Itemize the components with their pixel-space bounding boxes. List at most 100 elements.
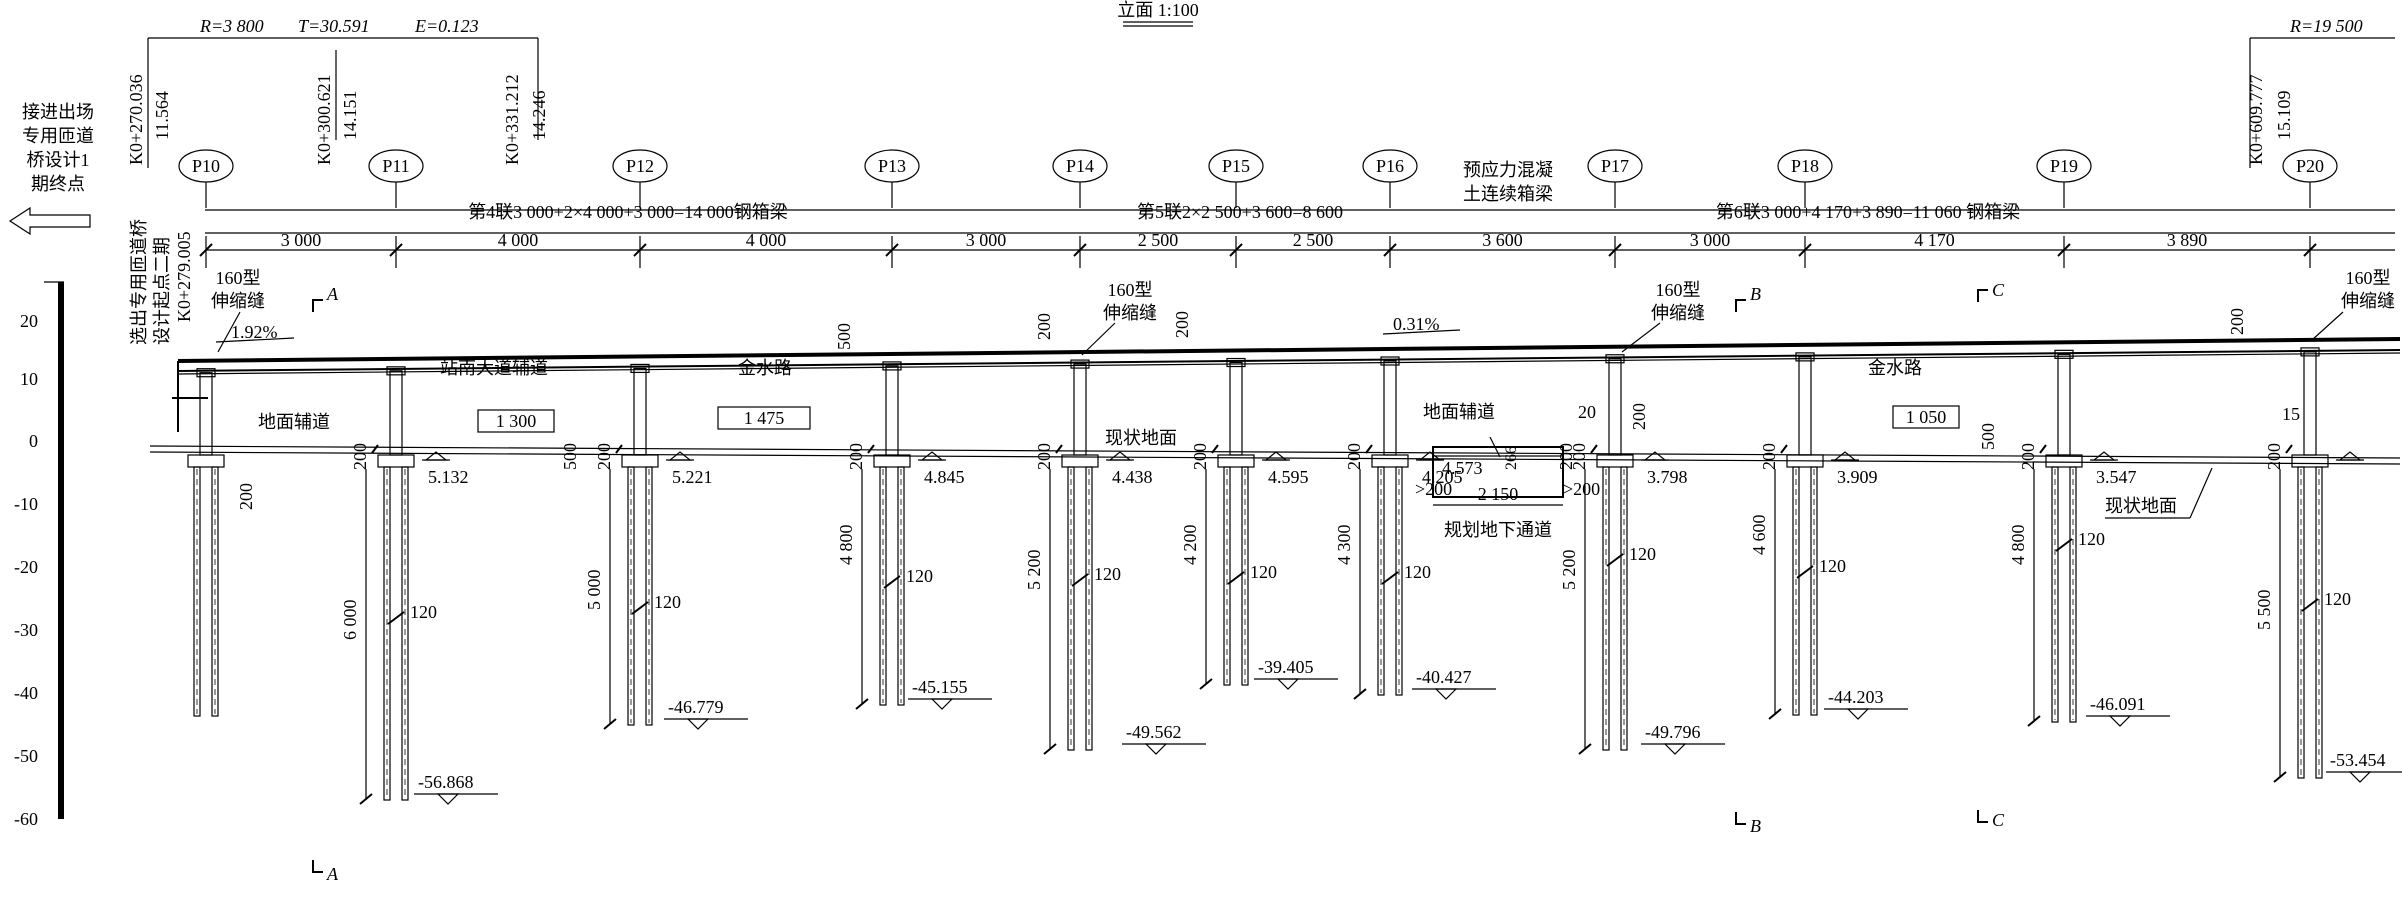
pier-label-p16: P16 [1362, 149, 1418, 208]
svg-text:10: 10 [20, 369, 38, 389]
cap-height-dim: 200 [1034, 443, 1054, 470]
svg-text:P18: P18 [1791, 156, 1819, 176]
span-length: 3 000 [966, 230, 1007, 250]
pile-length: 4 200 [1180, 525, 1200, 566]
span-length: 3 000 [1690, 230, 1731, 250]
pile-cap [2045, 454, 2083, 468]
pile [1223, 466, 1231, 686]
svg-text:160型: 160型 [1108, 280, 1153, 300]
svg-text:P16: P16 [1376, 156, 1404, 176]
svg-text:A: A [326, 284, 339, 304]
drawing-title: 立面 1:100 [1117, 0, 1199, 20]
ground-elev: 4.438 [1112, 467, 1153, 487]
svg-text:接进出场: 接进出场 [22, 102, 94, 122]
underpass-dim-right: >200 [1563, 479, 1600, 499]
pile-length: 6 000 [340, 600, 360, 641]
pile-dia: 120 [410, 602, 437, 622]
pile-dia: 120 [906, 566, 933, 586]
pile-cap [1786, 454, 1824, 468]
span-tick-mark [885, 243, 899, 257]
tip-elev: -40.427 [1416, 667, 1472, 687]
pile [193, 466, 201, 717]
pile-dia: 120 [1250, 562, 1277, 582]
svg-text:500: 500 [834, 323, 854, 350]
clearance-label: 1 475 [744, 408, 785, 428]
svg-text:P17: P17 [1601, 156, 1629, 176]
pier-column [1229, 361, 1243, 456]
elevation-scale: 20 10 0 -10 -20 -30 -40 -50 -60 [14, 281, 64, 829]
svg-text:200: 200 [1172, 311, 1192, 338]
bearing [2300, 347, 2320, 357]
pile-cap [1061, 454, 1099, 468]
slope-label-left: 1.92% [231, 322, 278, 342]
svg-text:200: 200 [2227, 308, 2247, 335]
pier-column [885, 365, 899, 456]
bearing [630, 363, 650, 374]
span-tick-mark [2057, 243, 2071, 257]
bearing [1795, 352, 1815, 362]
underpass-elev: 4.573 [1442, 458, 1483, 478]
pile [627, 466, 635, 726]
span-length: 3 600 [1482, 230, 1523, 250]
underpass-dim-left: >200 [1415, 479, 1452, 499]
svg-text:-60: -60 [14, 809, 38, 829]
curve-tangent-left: T=30.591 [298, 16, 370, 36]
span-tick-mark [1073, 243, 1087, 257]
span-length: 2 500 [1138, 230, 1179, 250]
svg-text:160型: 160型 [2346, 268, 2391, 288]
svg-text:设计起点二期: 设计起点二期 [152, 237, 172, 345]
pile-dia: 120 [654, 592, 681, 612]
pile [1620, 466, 1628, 751]
pile [1395, 466, 1403, 696]
span-tick-mark [1229, 243, 1243, 257]
planned-underpass: 4.573 >200 >200 2 150 规划地下通道 266 [1415, 436, 1600, 540]
pile [2069, 466, 2077, 723]
pier-column [1383, 360, 1397, 456]
road-label: 金水路 [1868, 358, 1922, 378]
bearing [1380, 356, 1400, 366]
svg-text:选出专用匝道桥: 选出专用匝道桥 [129, 219, 149, 345]
svg-text:伸缩缝: 伸缩缝 [2341, 291, 2395, 311]
station-label: K0+609.777 [2246, 74, 2266, 165]
span-tick-mark [1608, 243, 1622, 257]
svg-text:-30: -30 [14, 620, 38, 640]
pile-dia: 120 [1404, 562, 1431, 582]
pile-cap [873, 454, 911, 468]
pier-column [1608, 358, 1622, 456]
cap-height-dim: 200 [1190, 443, 1210, 470]
section-markers: A A B B C C [312, 280, 2005, 884]
pile-dia: 120 [1094, 564, 1121, 584]
pier-column [1798, 356, 1812, 456]
station-elev: 14.246 [529, 91, 549, 141]
pile-length: 5 200 [1024, 550, 1044, 591]
pile [2297, 466, 2305, 779]
station-elev: 14.151 [340, 91, 360, 141]
svg-text:-40: -40 [14, 683, 38, 703]
curve-data-left: R=3 800 T=30.591 E=0.123 [147, 16, 539, 50]
pier-column [2303, 351, 2317, 456]
slope-label-mid: 0.31% [1393, 314, 1440, 334]
span-length: 4 000 [498, 230, 539, 250]
pile [1241, 466, 1249, 686]
slope-labels: 1.92% 0.31% [215, 314, 1461, 343]
pile-cap [1371, 454, 1409, 468]
pile-dia: 120 [2078, 529, 2105, 549]
pier-label-p13: P13 [864, 149, 920, 208]
pier-column [1073, 363, 1087, 456]
svg-text:200: 200 [1629, 403, 1649, 430]
ground-elev: 3.909 [1837, 467, 1878, 487]
bearing [2054, 349, 2074, 359]
unit-4-label: 第4联3 000+2×4 000+3 000=14 000钢箱梁 [468, 202, 788, 222]
span-tick-mark [633, 243, 647, 257]
svg-text:B: B [1750, 284, 1761, 304]
pile [1602, 466, 1610, 751]
svg-text:-50: -50 [14, 746, 38, 766]
pier-label-p15: P15 [1208, 149, 1264, 208]
ground-elev: 4.595 [1268, 467, 1309, 487]
underpass-width: 2 150 [1478, 484, 1519, 504]
misc-dims: 500 500 500 200 200 200 200 200 20 15 [560, 308, 2300, 470]
